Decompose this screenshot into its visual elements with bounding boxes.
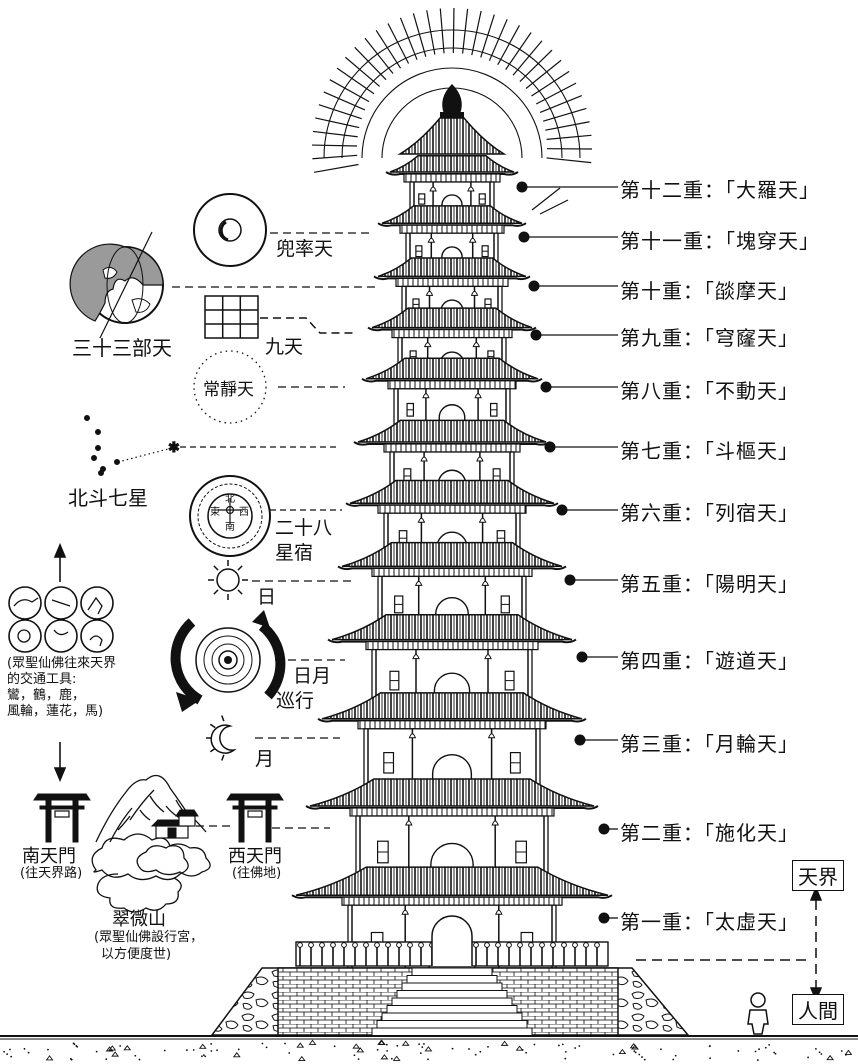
pagoda	[291, 155, 613, 984]
mountain-note-1: (眾聖仙佛設行宮，	[94, 930, 204, 945]
label-ershiba-1: 二十八	[275, 517, 333, 539]
compass-west: 西	[239, 507, 249, 518]
label-ershiba-2: 星宿	[275, 542, 314, 564]
level-label-12: 第十二重：「大羅天」	[620, 178, 820, 202]
label-riyue-2: 巡行	[276, 690, 315, 712]
sun-moon-orbit-icon	[170, 610, 345, 712]
svg-text:✱: ✱	[168, 440, 180, 456]
moon-icon	[206, 715, 340, 761]
ground-pebbles	[3, 1039, 853, 1062]
realm-heaven-label: 天界	[792, 860, 844, 891]
palace-icon	[150, 809, 232, 839]
label-sun: 日	[257, 586, 277, 608]
realm-arrow	[636, 886, 823, 1002]
south-gate-icon	[33, 793, 91, 843]
realm-human-label: 人間	[792, 994, 844, 1025]
compass-north: 北	[225, 493, 235, 505]
compass-east: 東	[210, 505, 220, 518]
west-gate-note: (往佛地)	[232, 866, 282, 881]
transport-note: (眾聖仙佛往來天界 的交通工具: 鸞，鶴，鹿， 風輪，蓮花，馬)	[7, 656, 117, 719]
level-label-1: 第一重：「太虛天」	[620, 910, 799, 934]
cuiwei-mountain-icon	[91, 774, 211, 913]
human-figure-icon	[747, 992, 769, 1035]
level-label-8: 第八重：「不動天」	[620, 379, 799, 403]
level-leaders	[516, 181, 618, 924]
star-wheel-icon	[189, 475, 342, 557]
level-label-5: 第五重：「陽明天」	[620, 572, 799, 596]
level-label-3: 第三重：「月輪天」	[620, 732, 799, 756]
level-label-9: 第九重：「穹窿天」	[620, 326, 799, 350]
level-label-10: 第十重：「燄摩天」	[620, 279, 799, 303]
label-doushuai: 兜率天	[276, 238, 334, 260]
west-gate-name: 西天門	[228, 846, 282, 867]
nine-heavens-grid-icon	[204, 295, 356, 339]
doushuai-disc-icon	[193, 193, 372, 267]
south-gate-note: (往天界路)	[20, 866, 83, 881]
label-changjing: 常靜天	[203, 380, 254, 400]
halo-rays	[312, 8, 593, 215]
label-beidou: 北斗七星	[68, 486, 148, 510]
level-label-2: 第二重：「施化天」	[620, 821, 799, 845]
big-dipper-icon: ✱	[84, 415, 338, 476]
level-label-7: 第七重：「斗樞天」	[620, 439, 799, 463]
globe-icon	[69, 231, 378, 339]
mountain-note-2: 以方便度世)	[101, 947, 172, 962]
west-gate-icon	[226, 793, 330, 843]
level-label-4: 第四重：「遊道天」	[620, 649, 799, 673]
pagoda-pinnacle	[397, 84, 507, 155]
pagoda-base	[0, 967, 858, 1062]
label-moon: 月	[255, 748, 275, 770]
compass-south: 南	[225, 520, 235, 533]
sun-icon	[208, 560, 355, 600]
level-label-11: 第十一重：「塊穿天」	[620, 229, 820, 253]
label-riyue-1: 日月	[293, 665, 332, 687]
level-label-6: 第六重：「列宿天」	[620, 501, 799, 525]
changjing-dotted-circle	[193, 350, 345, 424]
transport-animals-icons	[8, 542, 114, 783]
label-jiutian: 九天	[265, 336, 304, 358]
label-sanshisan: 三十三部天	[72, 336, 172, 360]
mountain-name: 翠微山	[112, 909, 166, 930]
south-gate-name: 南天門	[22, 846, 76, 867]
